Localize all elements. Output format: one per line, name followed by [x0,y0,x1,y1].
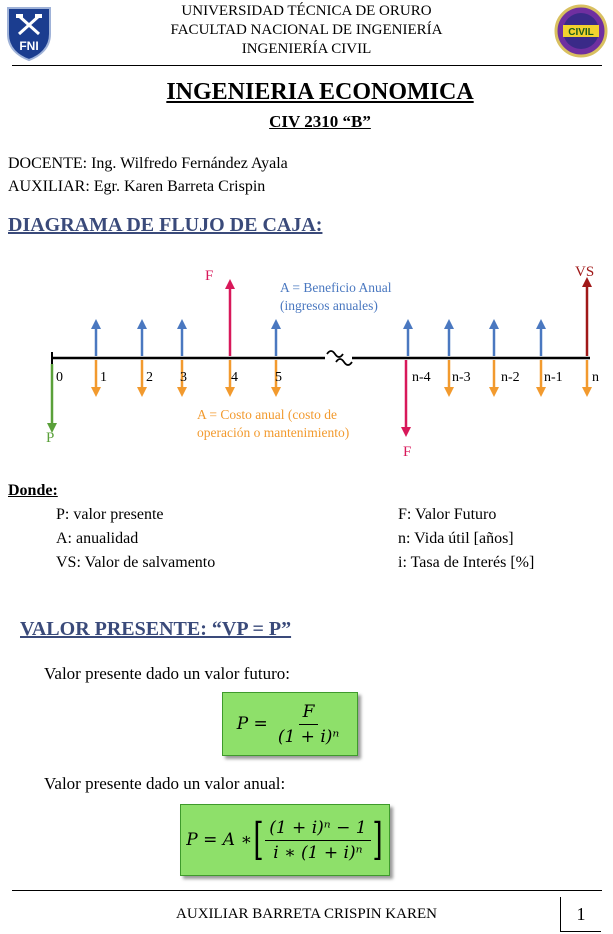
benefit-description-line2: (ingresos anuales) [280,298,378,313]
left-bracket-icon: [ [253,814,264,865]
tick-label-1: 1 [100,370,107,385]
cost-arrows [91,360,592,397]
right-bracket-icon: ] [371,814,383,865]
footer-divider [12,890,602,891]
formula1-denominator: (1 + i)ⁿ [277,726,340,747]
civil-logo-text: CIVIL [568,27,594,38]
label-future-bottom: F [403,444,411,460]
university-name: UNIVERSIDAD TÉCNICA DE ORURO [181,3,432,19]
footer-author: AUXILIAR BARRETA CRISPIN KAREN [176,906,437,922]
docente-line: DOCENTE: Ing. Wilfredo Fernández Ayala [8,155,288,172]
definition-p: P: valor presente [56,506,164,523]
formula2-fraction: (1 + i)ⁿ − 1 i ∗ (1 + i)ⁿ [265,818,371,863]
definition-a: A: anualidad [56,530,139,547]
cost-description-line1: A = Costo anual (costo de [197,407,337,422]
tick-label-4: 4 [231,370,238,385]
formula2-numerator: (1 + i)ⁿ − 1 [265,818,371,841]
tick-label-0: 0 [56,370,63,385]
page-number: 1 [560,897,601,932]
label-salvage-value: VS [575,264,594,280]
label-future-top: F [205,268,213,284]
department-name: INGENIERÍA CIVIL [241,41,372,57]
tick-label-n-1: n-1 [544,370,563,385]
definition-i: i: Tasa de Interés [%] [398,554,535,571]
definition-n: n: Vida útil [años] [398,530,514,547]
tick-label-5: 5 [275,370,282,385]
tick-label-n-2: n-2 [501,370,520,385]
tick-label-3: 3 [180,370,187,385]
formula-present-from-annual: P = A ∗ [ (1 + i)ⁿ − 1 i ∗ (1 + i)ⁿ ] [180,804,390,876]
document-title: INGENIERIA ECONOMICA [166,79,474,105]
course-code: CIV 2310 “B” [269,112,371,131]
tick-label-n-4: n-4 [412,370,431,385]
formula-present-from-future: P = F (1 + i)ⁿ [222,692,358,756]
formula1-fraction: F (1 + i)ⁿ [274,702,343,747]
label-present-value: P [46,430,54,446]
civil-engineering-logo: CIVIL [554,4,608,58]
cost-description-line2: operación o mantenimiento) [197,425,349,440]
intro-annual-value: Valor presente dado un valor anual: [44,774,286,793]
benefit-arrows [91,319,546,356]
fni-logo-text: FNI [19,39,38,53]
tick-label-n: n [592,370,599,385]
benefit-description-line1: A = Beneficio Anual [280,280,392,295]
definition-f: F: Valor Futuro [398,506,497,523]
auxiliar-line: AUXILIAR: Egr. Karen Barreta Crispin [8,178,266,195]
formula2-lhs: P = A ∗ [186,830,253,850]
donde-label: Donde: [8,482,58,499]
cash-flow-diagram: 0 1 2 3 4 5 n-4 n-3 n-2 n-1 n F F VS P A… [46,264,599,460]
section-cash-flow-heading: DIAGRAMA DE FLUJO DE CAJA: [8,214,323,236]
intro-future-value: Valor presente dado un valor futuro: [44,664,290,683]
definition-vs: VS: Valor de salvamento [56,554,216,571]
formula1-numerator: F [298,702,319,725]
section-present-value-heading: VALOR PRESENTE: “VP = P” [20,618,292,640]
tick-label-n-3: n-3 [452,370,471,385]
axis-break-icon [326,350,353,366]
formula1-lhs: P = [236,714,268,734]
university-header: UNIVERSIDAD TÉCNICA DE ORURO FACULTAD NA… [0,2,613,59]
header-divider [12,65,602,66]
fni-shield-logo: FNI [7,7,51,62]
formula2-denominator: i ∗ (1 + i)ⁿ [273,842,363,863]
tick-label-2: 2 [146,370,153,385]
faculty-name: FACULTAD NACIONAL DE INGENIERÍA [170,22,443,38]
